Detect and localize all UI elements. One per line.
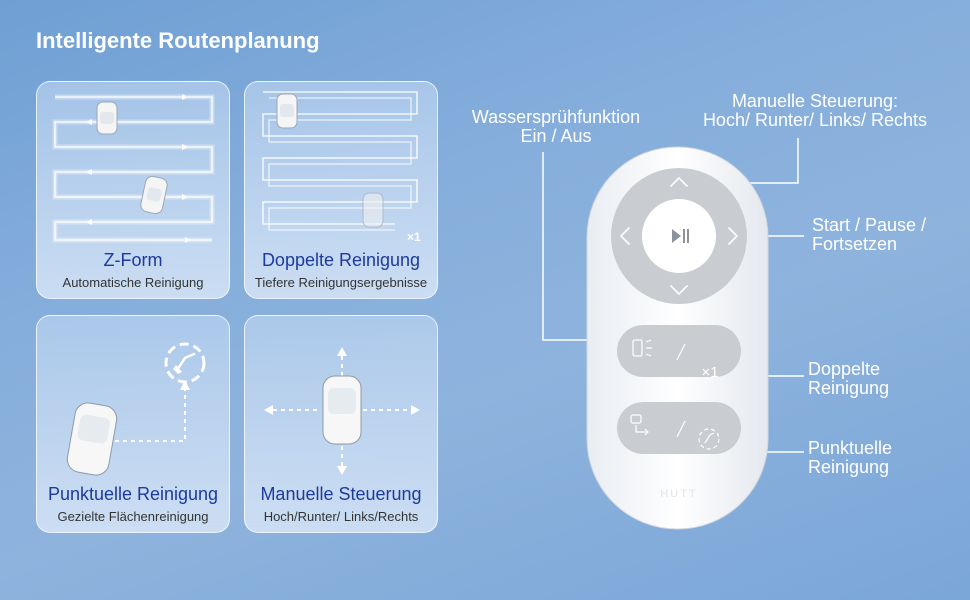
play-pause-icon: [672, 229, 689, 243]
callout-line: Reinigung: [808, 378, 890, 398]
callout-double-clean: Doppelte Reinigung: [808, 360, 958, 398]
manual-control-illustration: [264, 347, 420, 475]
callout-spot-clean: Punktuelle Reinigung: [808, 439, 958, 477]
repeat-badge: ×1: [407, 230, 421, 244]
spot-button-row: [617, 402, 741, 454]
robot-icon: [276, 93, 298, 129]
card-punktuelle-reinigung: Punktuelle Reinigung Gezielte Flächenrei…: [36, 315, 230, 533]
route-icon: [630, 414, 649, 436]
robot-icon: [66, 402, 118, 476]
robot-icon: [96, 101, 118, 135]
callout-line: Manuelle Steuerung:: [731, 91, 899, 111]
callout-line: Fortsetzen: [812, 234, 898, 254]
card-title: Manuelle Steuerung: [260, 484, 422, 504]
callout-line: Punktuelle: [808, 438, 893, 458]
card-doppelte-reinigung: ×1 Doppelte Reinigung Tiefere Reinigungs…: [244, 81, 438, 299]
spray-double-button-row: [617, 325, 741, 377]
page-heading: Intelligente Routenplanung: [36, 28, 320, 53]
callout-spray: Wassersprühfunktion Ein / Aus: [456, 108, 656, 146]
robot-icon: [140, 175, 168, 215]
spot-route-illustration: [66, 342, 206, 476]
robot-icon: [322, 375, 362, 445]
card-title: Doppelte Reinigung: [261, 250, 421, 270]
spot-clean-icon: [698, 428, 720, 450]
callout-line: Start / Pause /: [812, 215, 927, 235]
card-subtitle: Gezielte Flächenreinigung: [57, 509, 209, 524]
card-subtitle: Tiefere Reinigungsergebnisse: [254, 275, 428, 290]
chevron-right-icon: [728, 227, 739, 245]
chevron-down-icon: [670, 285, 688, 296]
callout-line: Hoch/ Runter/ Links/ Rechts: [702, 110, 928, 130]
z-route-illustration: [52, 94, 215, 243]
spot-target-icon: [164, 342, 206, 384]
card-z-form: Z-Form Automatische Reinigung: [36, 81, 230, 299]
callout-line: Doppelte: [808, 359, 881, 379]
card-title: Punktuelle Reinigung: [47, 484, 219, 504]
callout-manual-control: Manuelle Steuerung: Hoch/ Runter/ Links/…: [680, 92, 950, 130]
callout-line: Ein / Aus: [520, 126, 592, 146]
card-title: Z-Form: [103, 250, 163, 270]
callout-line: Reinigung: [808, 457, 890, 477]
chevron-up-icon: [670, 176, 688, 187]
double-route-illustration: [262, 91, 418, 231]
double-button-label: ×1: [701, 364, 718, 381]
callout-start-pause: Start / Pause / Fortsetzen: [812, 216, 962, 254]
robot-icon: [362, 192, 384, 228]
spray-icon: [632, 339, 652, 357]
card-manuelle-steuerung: Manuelle Steuerung Hoch/Runter/ Links/Re…: [244, 315, 438, 533]
card-subtitle: Hoch/Runter/ Links/Rechts: [263, 509, 419, 524]
chevron-left-icon: [619, 227, 630, 245]
brand-logo: HUTT: [660, 488, 697, 500]
callout-line: Wassersprühfunktion: [471, 107, 641, 127]
card-subtitle: Automatische Reinigung: [62, 275, 204, 290]
